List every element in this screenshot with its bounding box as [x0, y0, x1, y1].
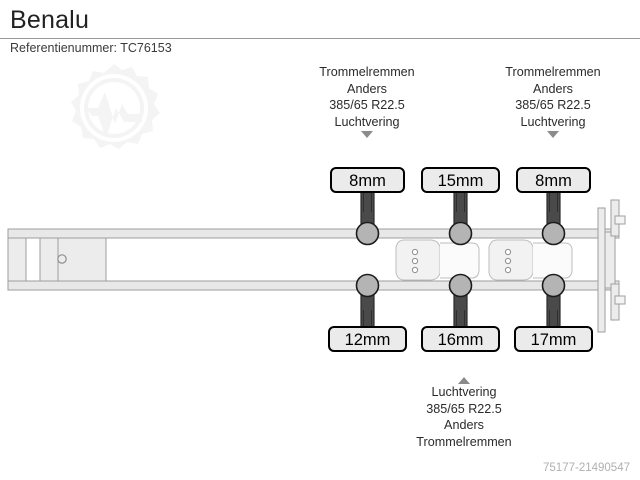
annotation-bottom: Luchtvering 385/65 R22.5 Anders Trommelr…: [378, 376, 550, 450]
rear-bumper-mount: [604, 231, 616, 289]
wheel-hub-group: [355, 221, 566, 298]
measurement-callout-top-2[interactable]: 15mm: [421, 167, 500, 193]
callout-stem-top-3: [549, 190, 558, 212]
chassis-rail-top: [7, 228, 620, 239]
page-title: Benalu: [10, 6, 90, 34]
callout-stem-bottom-1: [363, 310, 372, 332]
header-divider: [0, 38, 640, 39]
measurement-callout-bottom-3[interactable]: 17mm: [514, 326, 593, 352]
annotation-line: Anders: [444, 418, 484, 432]
watermark-id: 75177-21490547: [543, 462, 630, 474]
arrow-down-icon: [547, 131, 559, 138]
chassis-rail-bottom: [7, 280, 620, 291]
annotation-line: 385/65 R22.5: [515, 98, 591, 112]
annotation-line: Anders: [533, 81, 573, 96]
arrow-up-icon: [458, 377, 470, 384]
rear-frame-post: [597, 207, 606, 333]
measurement-callout-top-1[interactable]: 8mm: [330, 167, 405, 193]
measurement-callout-bottom-2[interactable]: 16mm: [421, 326, 500, 352]
arrow-down-icon: [361, 131, 373, 138]
annotation-top-left: Trommelremmen Anders 385/65 R22.5 Luchtv…: [287, 64, 447, 138]
callout-stem-bottom-3: [549, 310, 558, 332]
measurement-callout-bottom-1[interactable]: 12mm: [328, 326, 407, 352]
annotation-line: Trommelremmen: [505, 65, 601, 79]
callout-stem-bottom-2: [456, 310, 465, 332]
callout-stem-top-2: [456, 190, 465, 212]
reference-number: Referentienummer: TC76153: [10, 41, 172, 55]
annotation-line: Trommelremmen: [416, 434, 512, 449]
suspension-bracket-2: [488, 239, 573, 281]
annotation-line: 385/65 R22.5: [329, 98, 405, 112]
kingpin-marker: [57, 254, 67, 264]
annotation-line: Trommelremmen: [319, 65, 415, 79]
callout-stem-top-1: [363, 190, 372, 212]
annotation-line: Luchtvering: [334, 114, 400, 129]
annotation-line: Anders: [347, 81, 387, 96]
annotation-line: Luchtvering: [431, 385, 497, 399]
annotation-line: Luchtvering: [520, 114, 586, 129]
annotation-top-right: Trommelremmen Anders 385/65 R22.5 Luchtv…: [473, 64, 633, 138]
measurement-callout-top-3[interactable]: 8mm: [516, 167, 591, 193]
annotation-line: 385/65 R22.5: [426, 401, 502, 416]
suspension-bracket-1: [395, 239, 480, 281]
